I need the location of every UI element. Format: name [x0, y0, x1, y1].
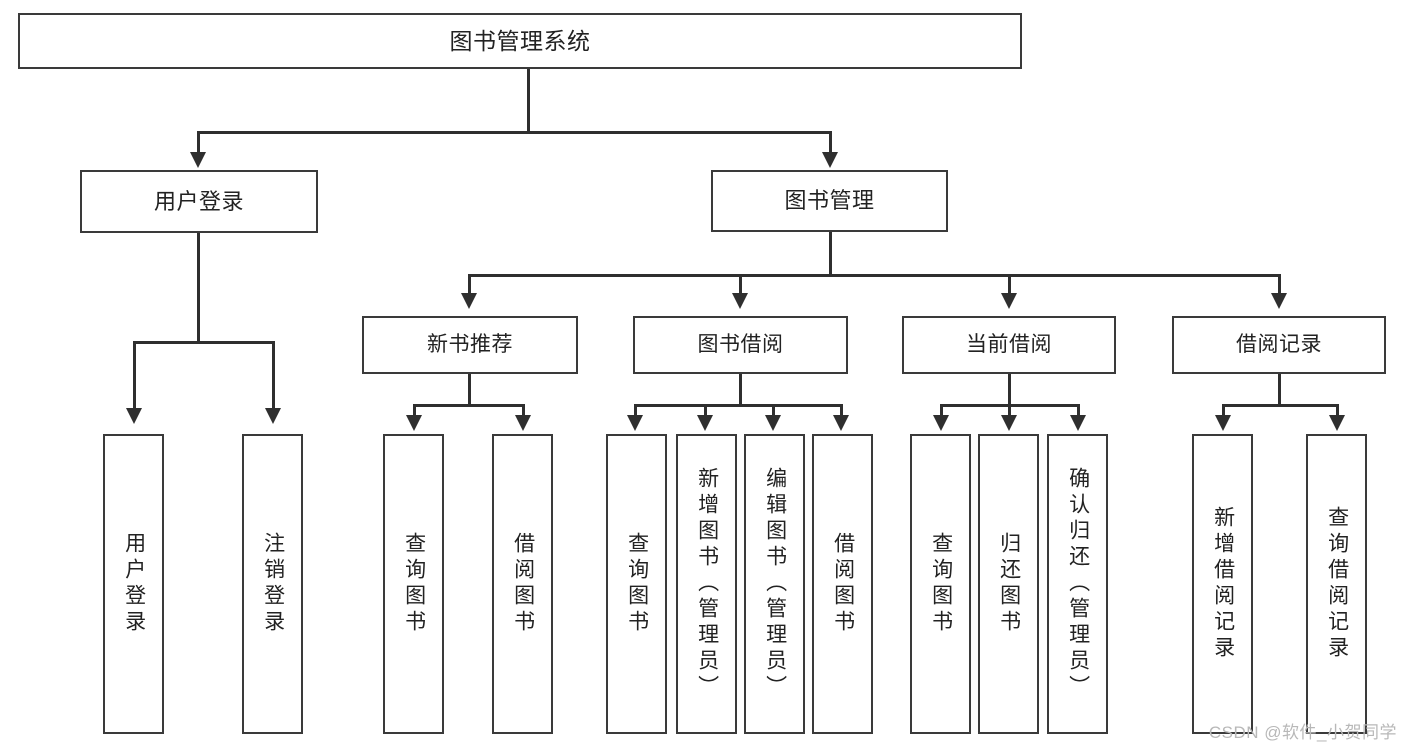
- connector-root-to-book-management: [829, 131, 832, 155]
- node-book-borrow[interactable]: 图书借阅: [633, 316, 848, 374]
- arrowhead-cb-to-leaf-3: [1070, 415, 1086, 431]
- leaf-query-book-recommend[interactable]: 查询图书: [383, 434, 444, 734]
- node-user-login[interactable]: 用户登录: [80, 170, 318, 233]
- leaf-logout[interactable]: 注销登录: [242, 434, 303, 734]
- node-label: 新增图书（管理员）: [695, 467, 719, 701]
- arrowhead-bm-to-current-borrow: [1001, 293, 1017, 309]
- connector-new-book-stem: [468, 374, 471, 404]
- leaf-user-login[interactable]: 用户登录: [103, 434, 164, 734]
- leaf-query-borrow-record[interactable]: 查询借阅记录: [1306, 434, 1367, 734]
- connector-br-to-leaf-2: [1336, 404, 1339, 418]
- leaf-edit-book-admin[interactable]: 编辑图书（管理员）: [744, 434, 805, 734]
- node-label: 归还图书: [997, 532, 1021, 636]
- node-borrow-record[interactable]: 借阅记录: [1172, 316, 1386, 374]
- connector-bm-to-new-book: [468, 274, 471, 296]
- node-label: 借阅图书: [831, 532, 855, 636]
- connector-cb-to-leaf-3: [1077, 404, 1080, 418]
- node-label: 图书管理系统: [449, 27, 591, 54]
- arrowhead-bb-to-leaf-3: [765, 415, 781, 431]
- node-label: 查询图书: [625, 532, 649, 636]
- node-current-borrow[interactable]: 当前借阅: [902, 316, 1116, 374]
- connector-user-login-bus: [133, 341, 275, 344]
- connector-new-book-to-leaf-1: [413, 404, 416, 418]
- node-label: 注销登录: [261, 532, 285, 636]
- connector-cb-to-leaf-2: [1008, 404, 1011, 418]
- connector-book-borrow-bus: [634, 404, 842, 407]
- node-label: 新增借阅记录: [1211, 506, 1235, 662]
- leaf-return-book[interactable]: 归还图书: [978, 434, 1039, 734]
- arrowhead-bm-to-book-borrow: [732, 293, 748, 309]
- connector-cb-to-leaf-1: [940, 404, 943, 418]
- arrowhead-new-book-to-leaf-2: [515, 415, 531, 431]
- node-label: 借阅图书: [511, 532, 535, 636]
- arrowhead-cb-to-leaf-1: [933, 415, 949, 431]
- node-book-management[interactable]: 图书管理: [711, 170, 948, 232]
- connector-bm-to-current-borrow: [1008, 274, 1011, 296]
- connector-user-login-to-leaf-1: [133, 341, 136, 411]
- node-label: 新书推荐: [427, 332, 513, 356]
- connector-book-management-bus: [468, 274, 1280, 277]
- connector-bb-to-leaf-4: [840, 404, 843, 418]
- leaf-confirm-return-admin[interactable]: 确认归还（管理员）: [1047, 434, 1108, 734]
- connector-root-bus: [197, 131, 831, 134]
- arrowhead-cb-to-leaf-2: [1001, 415, 1017, 431]
- node-label: 编辑图书（管理员）: [763, 467, 787, 701]
- connector-borrow-record-bus: [1222, 404, 1339, 407]
- connector-current-borrow-stem: [1008, 374, 1011, 404]
- connector-br-to-leaf-1: [1222, 404, 1225, 418]
- arrowhead-root-to-book-management: [822, 152, 838, 168]
- leaf-query-book-current[interactable]: 查询图书: [910, 434, 971, 734]
- node-new-book-recommend[interactable]: 新书推荐: [362, 316, 578, 374]
- leaf-query-book-borrow[interactable]: 查询图书: [606, 434, 667, 734]
- node-label: 借阅记录: [1236, 332, 1322, 356]
- leaf-borrow-book[interactable]: 借阅图书: [812, 434, 873, 734]
- connector-new-book-to-leaf-2: [522, 404, 525, 418]
- arrowhead-br-to-leaf-1: [1215, 415, 1231, 431]
- connector-root-to-user-login: [197, 131, 200, 155]
- connector-bm-to-borrow-record: [1278, 274, 1281, 296]
- connector-bb-to-leaf-1: [634, 404, 637, 418]
- node-label: 用户登录: [153, 188, 244, 214]
- node-root-book-management-system[interactable]: 图书管理系统: [18, 13, 1022, 69]
- node-label: 查询图书: [402, 532, 426, 636]
- arrowhead-br-to-leaf-2: [1329, 415, 1345, 431]
- node-label: 确认归还（管理员）: [1066, 467, 1090, 701]
- connector-book-management-stem: [829, 232, 832, 274]
- node-label: 图书借阅: [697, 332, 784, 356]
- node-label: 用户登录: [122, 532, 146, 636]
- arrowhead-bm-to-new-book: [461, 293, 477, 309]
- node-label: 图书管理: [784, 188, 875, 214]
- node-label: 查询借阅记录: [1325, 506, 1349, 662]
- leaf-add-borrow-record[interactable]: 新增借阅记录: [1192, 434, 1253, 734]
- connector-bb-to-leaf-2: [704, 404, 707, 418]
- arrowhead-new-book-to-leaf-1: [406, 415, 422, 431]
- node-label: 查询图书: [929, 532, 953, 636]
- connector-bb-to-leaf-3: [772, 404, 775, 418]
- node-label: 当前借阅: [966, 332, 1052, 356]
- connector-user-login-stem: [197, 233, 200, 341]
- connector-root-stem: [527, 69, 530, 131]
- arrowhead-bm-to-borrow-record: [1271, 293, 1287, 309]
- connector-user-login-to-leaf-2: [272, 341, 275, 411]
- leaf-add-book-admin[interactable]: 新增图书（管理员）: [676, 434, 737, 734]
- connector-new-book-bus: [413, 404, 525, 407]
- arrowhead-bb-to-leaf-1: [627, 415, 643, 431]
- arrowhead-bb-to-leaf-4: [833, 415, 849, 431]
- arrowhead-user-login-to-leaf-1: [126, 408, 142, 424]
- arrowhead-user-login-to-leaf-2: [265, 408, 281, 424]
- arrowhead-bb-to-leaf-2: [697, 415, 713, 431]
- connector-book-borrow-stem: [739, 374, 742, 404]
- arrowhead-root-to-user-login: [190, 152, 206, 168]
- leaf-borrow-book-recommend[interactable]: 借阅图书: [492, 434, 553, 734]
- connector-bm-to-book-borrow: [739, 274, 742, 296]
- connector-borrow-record-stem: [1278, 374, 1281, 404]
